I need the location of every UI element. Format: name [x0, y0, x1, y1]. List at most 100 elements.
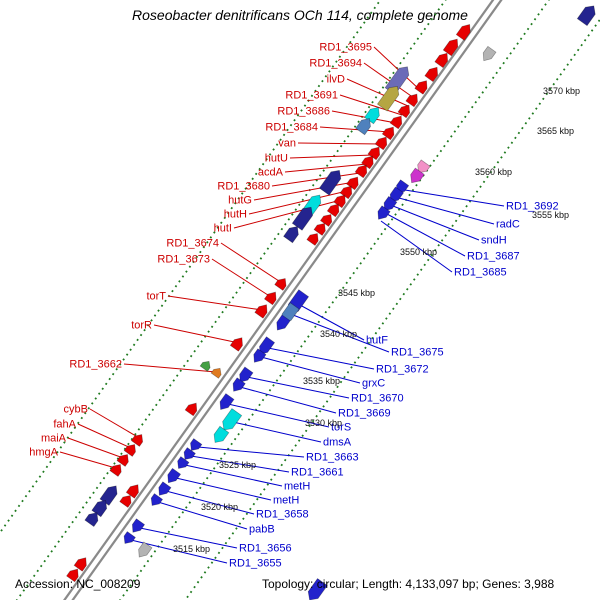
gene-label[interactable]: fahA [53, 419, 76, 431]
gene-arrow[interactable] [283, 223, 302, 244]
gene-label[interactable]: torT [146, 291, 166, 303]
gene-label[interactable]: RD1_3673 [157, 254, 210, 266]
gene-label[interactable]: RD1_3656 [239, 543, 292, 555]
gene-label[interactable]: RD1_3680 [217, 181, 270, 193]
gene-arrow[interactable] [374, 134, 390, 151]
gene-label[interactable]: torR [131, 320, 152, 332]
gene-arrow[interactable] [109, 462, 125, 477]
gene-arrow[interactable] [397, 102, 413, 119]
gene-arrow[interactable] [254, 302, 271, 319]
gene-label[interactable]: radC [496, 219, 520, 231]
gene-label[interactable]: RD1_3663 [306, 452, 359, 464]
gene-label[interactable]: maiA [41, 433, 67, 445]
gene-arrow[interactable] [381, 195, 398, 213]
gene-label[interactable]: RD1_3655 [229, 558, 282, 570]
gene-arrow[interactable] [187, 438, 203, 454]
gene-label[interactable]: hutI [214, 223, 232, 235]
gene-label[interactable]: metH [284, 481, 310, 493]
gene-arrow[interactable] [414, 159, 431, 176]
gene-arrow[interactable] [119, 493, 135, 508]
gene-arrow[interactable] [480, 45, 497, 63]
gene-arrow[interactable] [274, 276, 290, 291]
gene-arrow[interactable] [333, 192, 349, 209]
gene-label[interactable]: acdA [258, 167, 284, 179]
gene-arrow[interactable] [291, 204, 316, 231]
gene-arrow[interactable] [354, 162, 370, 179]
gene-arrow[interactable] [376, 83, 402, 112]
gene-arrow[interactable] [155, 481, 172, 498]
gene-label[interactable]: hutF [366, 335, 388, 347]
gene-label[interactable]: grxC [362, 378, 385, 390]
gene-arrow[interactable] [414, 78, 431, 95]
gene-label[interactable]: RD1_3658 [256, 509, 309, 521]
gene-arrow[interactable] [424, 64, 441, 83]
gene-arrow[interactable] [434, 50, 451, 69]
gene-arrow[interactable] [181, 447, 196, 463]
gene-arrow[interactable] [455, 22, 473, 41]
gene-label[interactable]: RD1_3694 [309, 58, 362, 70]
gene-arrow[interactable] [210, 366, 224, 379]
gene-label[interactable]: hutG [228, 195, 252, 207]
gene-label[interactable]: hmgA [29, 447, 58, 459]
gene-arrow[interactable] [184, 400, 200, 417]
gene-arrow[interactable] [355, 115, 374, 136]
gene-arrow[interactable] [318, 167, 344, 196]
gene-arrow[interactable] [273, 314, 291, 333]
gene-arrow[interactable] [91, 497, 110, 518]
gene-label[interactable]: RD1_3670 [351, 393, 404, 405]
gene-label[interactable]: RD1_3686 [277, 106, 330, 118]
gene-arrow[interactable] [305, 578, 328, 600]
gene-label[interactable]: RD1_3692 [506, 201, 559, 213]
gene-arrow[interactable] [236, 366, 254, 385]
gene-arrow[interactable] [374, 205, 391, 222]
gene-arrow[interactable] [211, 425, 230, 445]
gene-arrow[interactable] [125, 482, 142, 499]
gene-label[interactable]: hutH [224, 209, 247, 221]
gene-label[interactable]: RD1_3661 [291, 467, 344, 479]
gene-arrow[interactable] [130, 432, 146, 447]
gene-arrow[interactable] [148, 493, 164, 509]
gene-label[interactable]: dmsA [323, 437, 352, 449]
gene-label[interactable]: hutU [265, 153, 288, 165]
gene-arrow[interactable] [576, 2, 598, 27]
gene-arrow[interactable] [339, 183, 355, 200]
gene-arrow[interactable] [164, 467, 182, 485]
gene-arrow[interactable] [199, 359, 213, 372]
gene-label[interactable]: van [278, 138, 296, 150]
gene-arrow[interactable] [250, 348, 267, 365]
gene-arrow[interactable] [263, 289, 279, 306]
gene-label[interactable]: RD1_3672 [376, 364, 429, 376]
gene-label[interactable]: torS [331, 422, 351, 434]
gene-arrow[interactable] [361, 153, 377, 170]
gene-arrow[interactable] [135, 541, 153, 560]
gene-arrow[interactable] [84, 510, 102, 527]
gene-arrow[interactable] [313, 221, 329, 236]
gene-arrow[interactable] [442, 36, 461, 57]
gene-arrow[interactable] [381, 124, 397, 141]
gene-arrow[interactable] [73, 555, 90, 572]
gene-label[interactable]: RD1_3669 [338, 408, 391, 420]
gene-label[interactable]: RD1_3687 [467, 251, 520, 263]
gene-label[interactable]: metH [273, 495, 299, 507]
gene-arrow[interactable] [405, 91, 421, 108]
gene-arrow[interactable] [407, 167, 425, 186]
gene-label[interactable]: RD1_3675 [391, 347, 444, 359]
gene-arrow[interactable] [129, 518, 146, 535]
gene-label[interactable]: RD1_3685 [454, 267, 507, 279]
gene-arrow[interactable] [123, 442, 139, 457]
gene-arrow[interactable] [219, 408, 243, 434]
gene-arrow[interactable] [174, 456, 190, 472]
gene-arrow[interactable] [217, 393, 235, 413]
gene-label[interactable]: RD1_3662 [69, 359, 122, 371]
gene-arrow[interactable] [367, 144, 383, 161]
gene-label[interactable]: RD1_3695 [319, 42, 372, 54]
gene-label[interactable]: RD1_3684 [265, 122, 318, 134]
gene-arrow[interactable] [121, 531, 136, 547]
gene-label[interactable]: RD1_3691 [285, 90, 338, 102]
gene-arrow[interactable] [116, 452, 132, 467]
gene-label[interactable]: cybB [64, 404, 88, 416]
gene-arrow[interactable] [230, 377, 246, 394]
gene-arrow[interactable] [346, 174, 362, 191]
gene-arrow[interactable] [66, 566, 82, 583]
gene-arrow[interactable] [229, 335, 246, 352]
